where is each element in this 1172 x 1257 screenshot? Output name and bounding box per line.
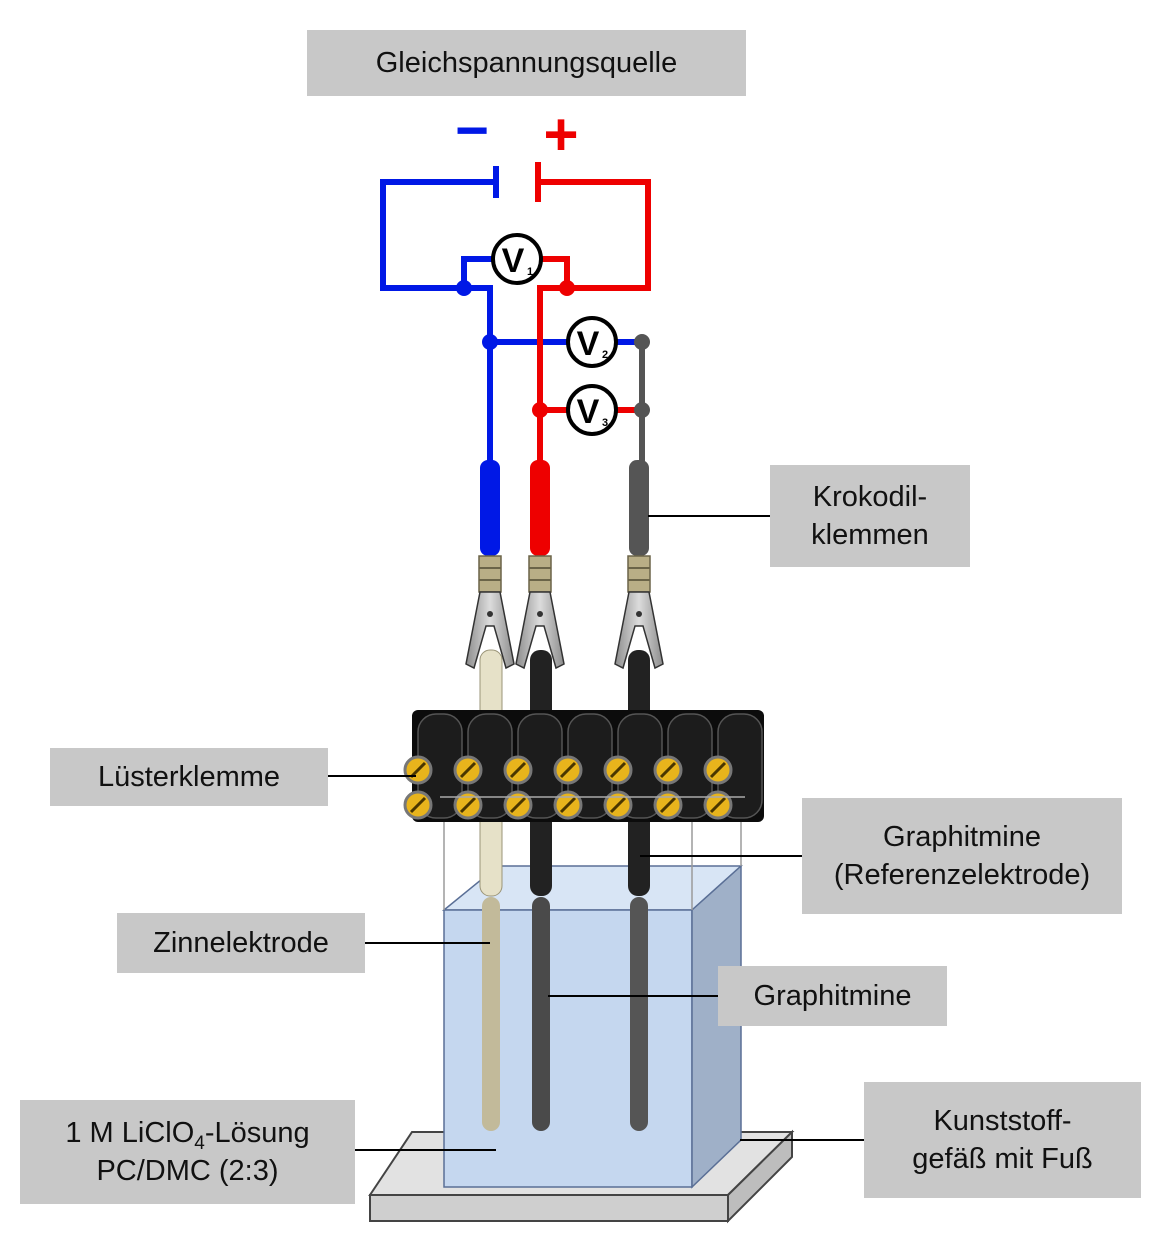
label-terminal-block-text: Lüsterklemme [97,761,281,793]
screw-icon [553,755,583,785]
wire-positive-main [538,179,651,291]
label-container: Kunststoff- gefäß mit Fuß [864,1082,1141,1198]
label-electrolyte-line2: PC/DMC (2:3) [96,1155,279,1187]
label-tin-electrode: Zinnelektrode [117,913,365,973]
voltmeter-2: V 2 [566,316,618,368]
label-crocodile-clips: Krokodil- klemmen [770,465,970,567]
label-container-line2: gefäß mit Fuß [912,1143,1093,1175]
svg-text:3: 3 [602,417,608,429]
screw-icon [603,790,633,820]
wire-negative-v1 [461,256,492,288]
screw-icon [703,790,733,820]
screw-icon [503,755,533,785]
crocodile-clip-negative [465,460,515,670]
tin-electrode-immersed [482,897,500,1131]
label-reference-electrode-line1: Graphitmine [883,821,1041,853]
screw-icon [653,790,683,820]
screw-icon [503,790,533,820]
screw-icon [453,755,483,785]
screw-icon [403,755,433,785]
svg-text:V: V [502,242,525,280]
svg-text:1: 1 [527,266,533,278]
wire-positive-v1 [542,256,570,288]
label-reference-electrode: Graphitmine (Referenzelektrode) [802,798,1122,914]
label-electrolyte: 1 M LiClO4-Lösung PC/DMC (2:3) [20,1100,355,1204]
screw-icon [653,755,683,785]
minus-sign: − [455,98,489,163]
label-crocodile-clips-line1: Krokodil- [812,481,928,513]
plus-sign: + [543,101,578,168]
voltmeter-1: V 1 [491,233,543,285]
reference-electrode-immersed [630,897,648,1131]
label-graphite-electrode-text: Graphitmine [753,980,912,1012]
label-power-source: Gleichspannungsquelle [307,30,746,96]
screw-icon [553,790,583,820]
label-crocodile-clips-line2: klemmen [811,519,929,551]
electrolyte-formula-pre: 1 M LiClO [65,1117,195,1149]
voltmeter-3: V 3 [566,384,618,436]
label-electrolyte-line1: 1 M LiClO4-Lösung [65,1114,310,1154]
crocodile-clip-reference [614,460,664,670]
wire-negative-down [464,285,493,462]
leader-lines [327,515,864,1151]
label-terminal-block: Lüsterklemme [50,748,328,806]
screw-icon [603,755,633,785]
junction-dots [456,280,650,418]
label-graphite-electrode: Graphitmine [718,966,947,1026]
screw-icon [703,755,733,785]
screw-icon [453,790,483,820]
graphite-electrode-immersed [532,897,550,1131]
electrolyte-formula-sub: 4 [194,1132,205,1154]
crocodile-clip-positive [515,460,565,670]
label-power-source-text: Gleichspannungsquelle [375,47,678,79]
terminal-screws [403,755,733,820]
svg-text:2: 2 [602,349,608,361]
screw-icon [403,790,433,820]
label-container-line1: Kunststoff- [933,1105,1072,1137]
svg-text:V: V [577,393,600,431]
label-reference-electrode-line2: (Referenzelektrode) [833,859,1091,891]
svg-text:V: V [577,325,600,363]
electrolyte-formula-post: -Lösung [204,1117,310,1149]
label-tin-electrode-text: Zinnelektrode [153,927,329,959]
wire-negative-main [380,179,496,291]
wire-positive-down [537,285,567,462]
